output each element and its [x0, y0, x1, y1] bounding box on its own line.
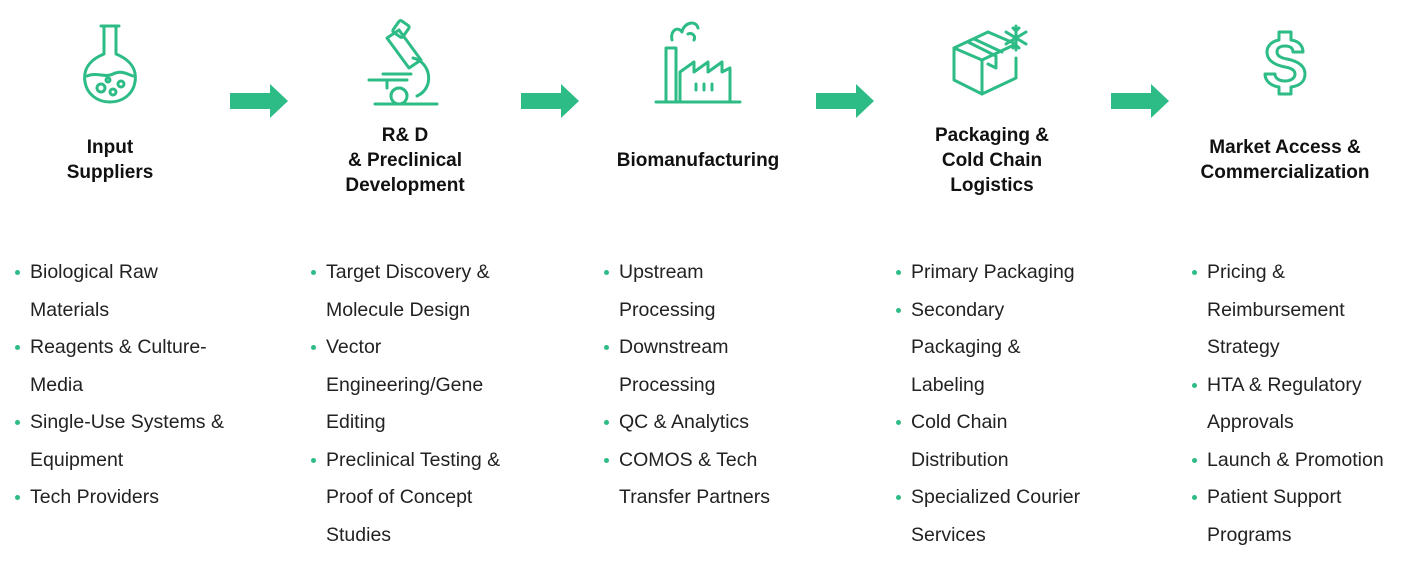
list-item: Vector Engineering/Gene Editing [311, 329, 501, 442]
flask-icon [0, 18, 240, 108]
list-item: Pricing & Reimbursement Strategy [1192, 254, 1377, 367]
list-item: QC & Analytics [604, 404, 804, 442]
dollar-icon [1155, 18, 1414, 108]
factory-icon [568, 18, 828, 108]
microscope-icon [275, 18, 535, 108]
list-item: Secondary Packaging & Labeling [896, 292, 1051, 405]
stage-item-list: Biological Raw Materials Reagents & Cult… [15, 254, 245, 517]
stage-item-list: Target Discovery & Molecule Design Vecto… [311, 254, 521, 554]
stage-title: Packaging & Cold Chain Logistics [934, 124, 1050, 196]
stage-item-list: Upstream Processing Downstream Processin… [604, 254, 804, 517]
list-item: Patient Support Programs [1192, 479, 1377, 554]
list-item: Biological Raw Materials [15, 254, 190, 329]
arrow-right-icon [230, 84, 288, 118]
arrow-right-icon [816, 84, 874, 118]
list-item: Target Discovery & Molecule Design [311, 254, 511, 329]
list-item: Upstream Processing [604, 254, 754, 329]
cold-box-icon [862, 18, 1122, 108]
stage-title: Market Access & Commercialization [1200, 137, 1370, 183]
list-item: Specialized Courier Services [896, 479, 1081, 554]
arrow-right-icon [1111, 84, 1169, 118]
list-item: Launch & Promotion [1192, 442, 1407, 480]
list-item: Tech Providers [15, 479, 245, 517]
list-item: Cold Chain Distribution [896, 404, 1051, 479]
list-item: Primary Packaging [896, 254, 1106, 292]
stage-item-list: Pricing & Reimbursement Strategy HTA & R… [1192, 254, 1407, 554]
stage-title: Biomanufacturing [616, 149, 780, 171]
list-item: Reagents & Culture-Media [15, 329, 225, 404]
list-item: Preclinical Testing & Proof of Concept S… [311, 442, 511, 555]
list-item: Downstream Processing [604, 329, 754, 404]
arrow-right-icon [521, 84, 579, 118]
stage-item-list: Primary Packaging Secondary Packaging & … [896, 254, 1106, 554]
stage-title: Input Suppliers [66, 137, 154, 183]
list-item: COMOS & Tech Transfer Partners [604, 442, 799, 517]
stage-title: R& D & Preclinical Development [345, 124, 465, 196]
list-item: Single-Use Systems & Equipment [15, 404, 225, 479]
list-item: HTA & Regulatory Approvals [1192, 367, 1392, 442]
